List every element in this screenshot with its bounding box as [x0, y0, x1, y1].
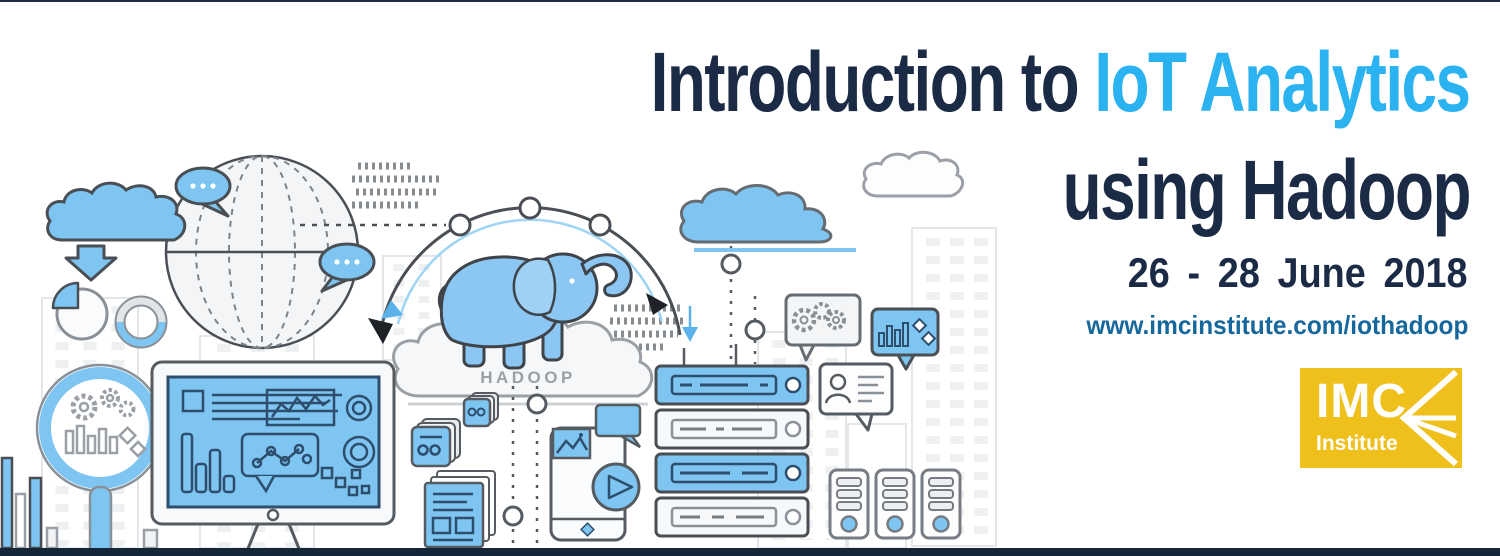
title-accent: IoT Analytics [1094, 35, 1472, 129]
donut-chart-icon [114, 295, 168, 349]
data-files-icons [410, 392, 499, 549]
banner-title-line2: using Hadoop [1062, 143, 1472, 237]
event-dates: 26 - 28 June 2018 [1128, 249, 1468, 296]
image-thumbnail-icon [551, 427, 592, 460]
chat-bubble-right-icon [318, 242, 376, 293]
magnifier-analysis-icon [35, 363, 165, 556]
website-url: www.imcinstitute.com/iothadoop [1085, 310, 1468, 340]
dashed-connector-lines [502, 246, 766, 548]
imc-institute-logo: IMC Institute [1300, 368, 1462, 468]
gears-bubble-icon [784, 293, 862, 362]
logo-acronym: IMC [1316, 375, 1407, 428]
title-prefix: Introduction to [651, 35, 1095, 129]
cloud-gray-icon [862, 150, 965, 198]
chart-bubble-icon [870, 307, 940, 371]
banner-title-line1: Introduction to IoT Analytics [651, 40, 1471, 124]
mobile-phone-icon [549, 403, 642, 542]
data-flow-arch [300, 196, 698, 344]
chat-bubble-top-icon [174, 166, 232, 218]
pie-chart-icon [51, 281, 109, 341]
logo-subtitle: Institute [1316, 432, 1398, 455]
server-rack-stack [654, 344, 810, 538]
server-tower-icons [828, 468, 962, 540]
cloud-download-icon [45, 181, 187, 282]
hadoop-cloud-label: HADOOP [480, 368, 576, 387]
logo-chevron-icon [1399, 369, 1458, 467]
bottom-border [0, 548, 1500, 556]
analytics-monitor [150, 360, 396, 556]
hadoop-elephant-icon [437, 252, 633, 370]
chat-bubble-small-icon [594, 403, 642, 449]
top-border [0, 0, 1500, 2]
user-card-bubble-icon [818, 362, 894, 432]
dashboard-widgets [180, 388, 376, 497]
cloud-blue-icon [679, 184, 856, 252]
magnifier-gears-icon [64, 388, 147, 458]
play-button-icon [591, 462, 641, 512]
